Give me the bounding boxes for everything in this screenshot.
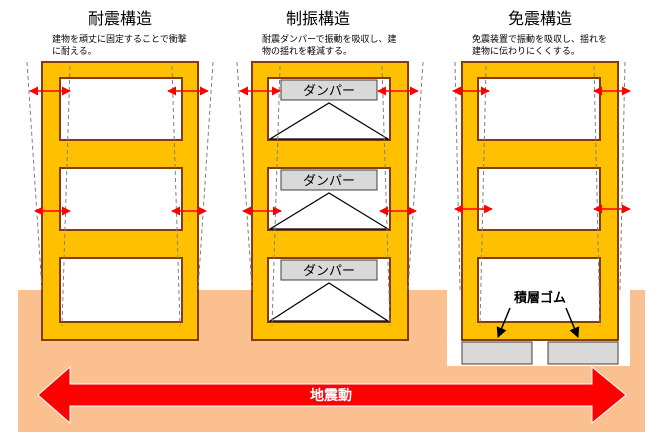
damper-brace [267, 102, 391, 140]
rubber-bearing-right [547, 341, 619, 365]
damper-label: ダンパー [303, 174, 355, 189]
pointer-arrow-left [496, 307, 511, 338]
sway-outline [407, 61, 424, 291]
damper-label: ダンパー [303, 264, 355, 279]
title-seismic-isolation: 免震構造 [508, 9, 572, 28]
damper-label-box [280, 259, 378, 281]
rubber-bearing-left [461, 341, 533, 365]
description-seismic-isolation-line1: 免震装置で振動を吸収し、揺れを [472, 33, 607, 45]
sway-outline [381, 65, 391, 327]
sway-outline [271, 65, 281, 327]
description-seismic-isolation-line2: 建物に伝わりにくくする。 [472, 45, 580, 57]
pointer-arrow-right [565, 307, 580, 338]
sway-outline [61, 65, 71, 327]
sway-outline [236, 61, 253, 291]
damper-label-box [280, 79, 378, 101]
building-seismic-isolation: 積層ゴム [461, 61, 619, 341]
sway-outline [454, 61, 461, 291]
sway-outline [26, 61, 43, 291]
damper-brace [267, 192, 391, 230]
building-seismic-resistant [41, 61, 199, 341]
description-seismic-resistant-line1: 建物を頑丈に固定することで衝撃 [52, 33, 187, 45]
building-window [477, 257, 601, 323]
sway-outline [619, 61, 626, 291]
description-seismic-resistant-line2: に耐える。 [52, 45, 97, 57]
damper-label-box [280, 169, 378, 191]
building-window [477, 167, 601, 231]
description-vibration-control-line1: 耐震ダンパーで振動を吸収し、建 [262, 33, 396, 45]
sway-outline [479, 65, 487, 327]
sway-outline [197, 61, 214, 291]
sway-arrows [29, 86, 631, 216]
building-window [59, 257, 183, 323]
title-seismic-resistant: 耐震構造 [88, 9, 152, 28]
building-window [59, 167, 183, 231]
ground-motion-label: 地震動 [310, 387, 352, 404]
ground-motion-arrow [37, 365, 627, 425]
description-vibration-control-line2: 物の揺れを軽減する。 [262, 45, 352, 57]
sway-outline [171, 65, 181, 327]
sway-outlines [26, 61, 626, 327]
damper-brace [267, 282, 391, 322]
laminated-rubber-label: 積層ゴム [513, 290, 566, 306]
building-window [477, 77, 601, 141]
building-vibration-control: ダンパー ダンパー ダンパー [251, 61, 409, 341]
building-window [59, 77, 183, 141]
title-vibration-control: 制振構造 [286, 9, 350, 28]
sway-outline [593, 65, 601, 327]
damper-label: ダンパー [303, 84, 355, 99]
